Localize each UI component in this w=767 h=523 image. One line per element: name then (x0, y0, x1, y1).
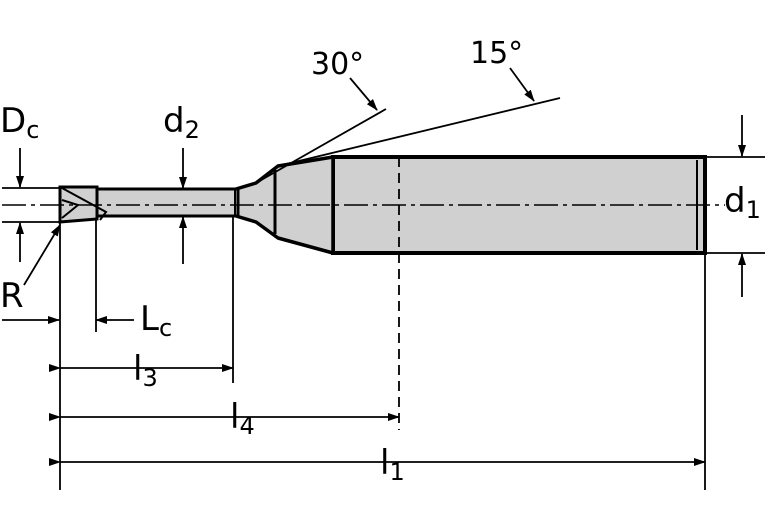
d1-label: d1 (724, 181, 761, 224)
l1-label: l1 (380, 443, 405, 486)
l4-label: l4 (230, 397, 255, 440)
r-label: R (0, 276, 24, 316)
dc-label: Dc (0, 101, 39, 144)
angle-15-label: 15° (470, 36, 523, 71)
r-leader (23, 224, 61, 286)
dimension-lines (2, 67, 746, 466)
angle-30-leader (349, 77, 378, 111)
angle-30-label: 30° (311, 47, 364, 82)
d2-label: d2 (163, 101, 200, 144)
l3-label: l3 (133, 349, 158, 392)
angle-15-leader (509, 67, 535, 102)
extension-lines (2, 97, 765, 490)
lc-label: Lc (140, 299, 172, 342)
neck (95, 187, 240, 218)
